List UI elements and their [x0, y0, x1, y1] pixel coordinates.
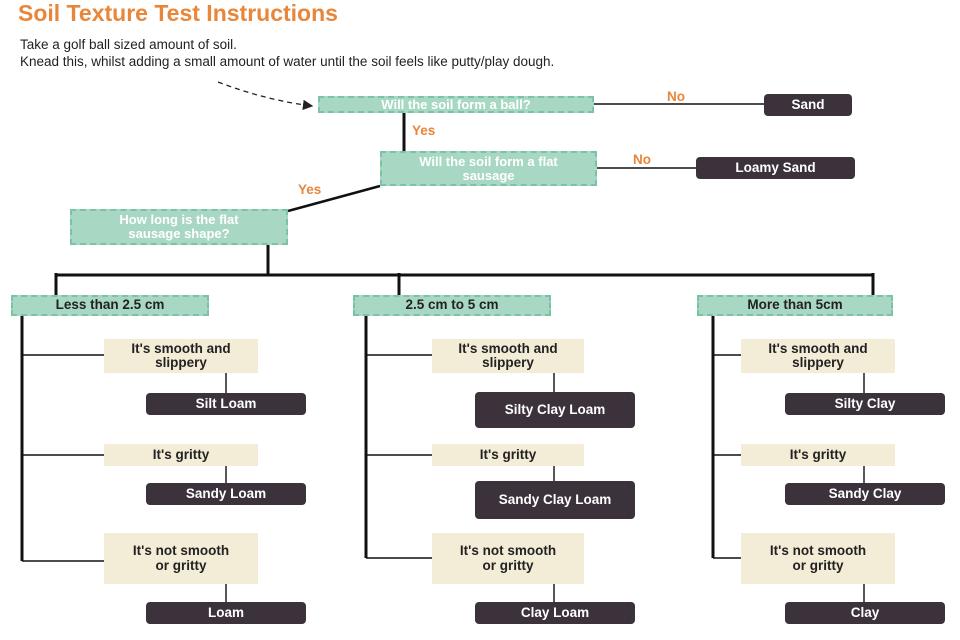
category-2-5-to-5cm: 2.5 cm to 5 cm: [353, 295, 551, 316]
condition-smooth: It's smooth and slippery: [741, 339, 895, 373]
intro-line-1: Take a golf ball sized amount of soil.: [20, 37, 237, 52]
result-loamy-sand: Loamy Sand: [696, 157, 855, 179]
result-clay: Clay: [785, 602, 945, 624]
result-clay-loam: Clay Loam: [475, 602, 635, 624]
condition-smooth: It's smooth and slippery: [104, 339, 258, 373]
result-sandy-clay: Sandy Clay: [785, 483, 945, 505]
result-silty-clay-loam: Silty Clay Loam: [475, 392, 635, 428]
dashed-arrow: [217, 81, 314, 111]
condition-neither: It's not smooth or gritty: [104, 533, 258, 584]
page-title: Soil Texture Test Instructions: [18, 0, 338, 26]
result-sandy-loam: Sandy Loam: [146, 483, 306, 505]
condition-neither: It's not smooth or gritty: [432, 533, 584, 584]
question-form-ball: Will the soil form a ball?: [318, 96, 594, 113]
category-less-than-2-5cm: Less than 2.5 cm: [11, 295, 209, 316]
category-more-than-5cm: More than 5cm: [697, 295, 893, 316]
label-no-ball: No: [667, 89, 685, 104]
label-no-sausage: No: [633, 152, 651, 167]
result-sand: Sand: [764, 94, 852, 116]
condition-neither: It's not smooth or gritty: [741, 533, 895, 584]
result-silt-loam: Silt Loam: [146, 393, 306, 415]
label-yes-ball: Yes: [412, 123, 436, 138]
result-sandy-clay-loam: Sandy Clay Loam: [475, 481, 635, 519]
result-silty-clay: Silty Clay: [785, 393, 945, 415]
label-yes-sausage: Yes: [298, 182, 322, 197]
condition-gritty: It's gritty: [741, 444, 895, 466]
result-loam: Loam: [146, 602, 306, 624]
condition-gritty: It's gritty: [432, 444, 584, 466]
condition-gritty: It's gritty: [104, 444, 258, 466]
intro-line-2: Knead this, whilst adding a small amount…: [20, 54, 555, 69]
question-form-sausage: Will the soil form a flat sausage: [380, 151, 597, 186]
question-sausage-length: How long is the flat sausage shape?: [70, 209, 288, 245]
condition-smooth: It's smooth and slippery: [432, 339, 584, 373]
line-sausage-to-length: [287, 184, 381, 213]
